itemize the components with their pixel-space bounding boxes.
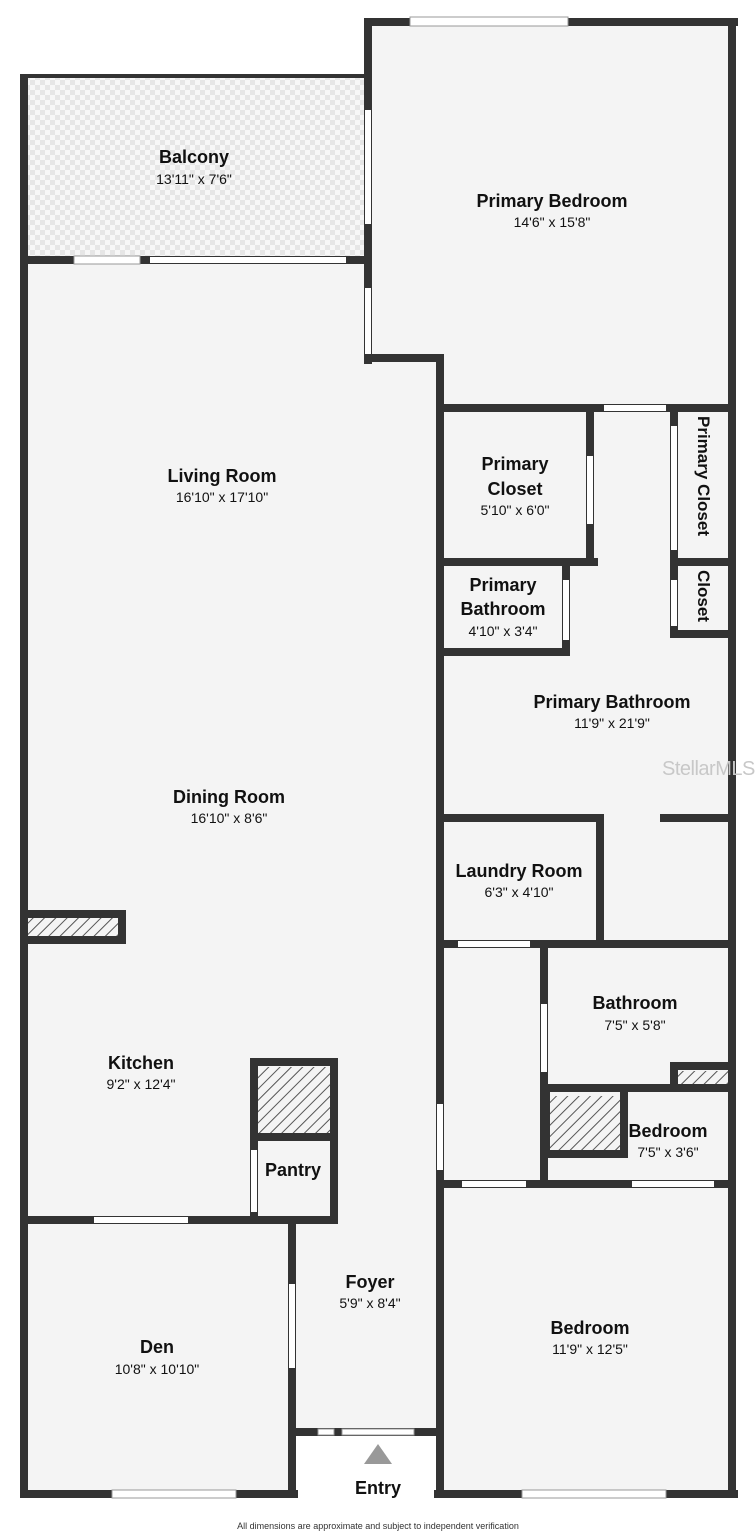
laundry-room-label: Laundry Room: [455, 861, 583, 881]
primary-bathroom-label: Primary Bathroom: [533, 692, 691, 712]
bathroom-dim: 7'5" x 5'8": [604, 1017, 666, 1033]
primary-bathroom-small-label-line1: Primary: [469, 575, 537, 595]
primary-bathroom-small-dim: 4'10" x 3'4": [468, 623, 538, 639]
primary-bathroom-dim: 11'9" x 21'9": [574, 715, 650, 731]
bathroom-label: Bathroom: [592, 993, 678, 1013]
primary-bedroom-label: Primary Bedroom: [476, 191, 628, 211]
den-label: Den: [139, 1337, 175, 1357]
bath-fixture-hatch: [678, 1071, 728, 1085]
primary-bedroom-floor: [368, 20, 732, 410]
balcony-floor: [24, 76, 368, 258]
bedroom-dim: 11'9" x 12'5": [552, 1341, 628, 1357]
primary-closet-dim: 5'10" x 6'0": [480, 502, 550, 518]
kitchen-dim: 9'2" x 12'4": [106, 1076, 176, 1092]
dining-room-dim: 16'10" x 8'6": [190, 810, 268, 826]
bedroom-closet-hatch: [550, 1096, 620, 1152]
foyer-label: Foyer: [345, 1272, 395, 1292]
footer-note: All dimensions are approximate and subje…: [237, 1521, 519, 1531]
dining-room-label: Dining Room: [173, 787, 285, 807]
bedroom-small-label: Bedroom: [628, 1121, 708, 1141]
living-room-label: Living Room: [167, 466, 277, 486]
watermark: StellarMLS: [662, 758, 755, 780]
right-wing-floor: [440, 410, 732, 1494]
primary-closet-label-line2: Closet: [487, 479, 543, 499]
foyer-dim: 5'9" x 8'4": [339, 1295, 401, 1311]
kitchen-label: Kitchen: [107, 1053, 175, 1073]
entry-label: Entry: [354, 1478, 402, 1498]
den-dim: 10'8" x 10'10": [114, 1361, 200, 1377]
entry-arrow-icon: [364, 1444, 392, 1464]
primary-bedroom-dim: 14'6" x 15'8": [513, 214, 591, 230]
primary-closet-vertical-label: Primary Closet: [694, 416, 713, 536]
bedroom-label: Bedroom: [550, 1318, 630, 1338]
interior-floor: [22, 258, 440, 1494]
pantry-label: Pantry: [264, 1160, 322, 1180]
balcony-dim: 13'11" x 7'6": [156, 171, 232, 187]
bedroom-small-dim: 7'5" x 3'6": [637, 1144, 699, 1160]
fireplace-hatch: [28, 918, 118, 938]
closet-vertical-label: Closet: [694, 570, 713, 622]
primary-closet-label-line1: Primary: [481, 454, 549, 474]
primary-bathroom-small-label-line2: Bathroom: [460, 599, 546, 619]
balcony-label: Balcony: [158, 147, 230, 167]
living-room-dim: 16'10" x 17'10": [175, 489, 269, 505]
laundry-room-dim: 6'3" x 4'10": [484, 884, 554, 900]
pantry-shelf-hatch: [258, 1067, 330, 1133]
windows-and-openings: [73, 16, 714, 1499]
